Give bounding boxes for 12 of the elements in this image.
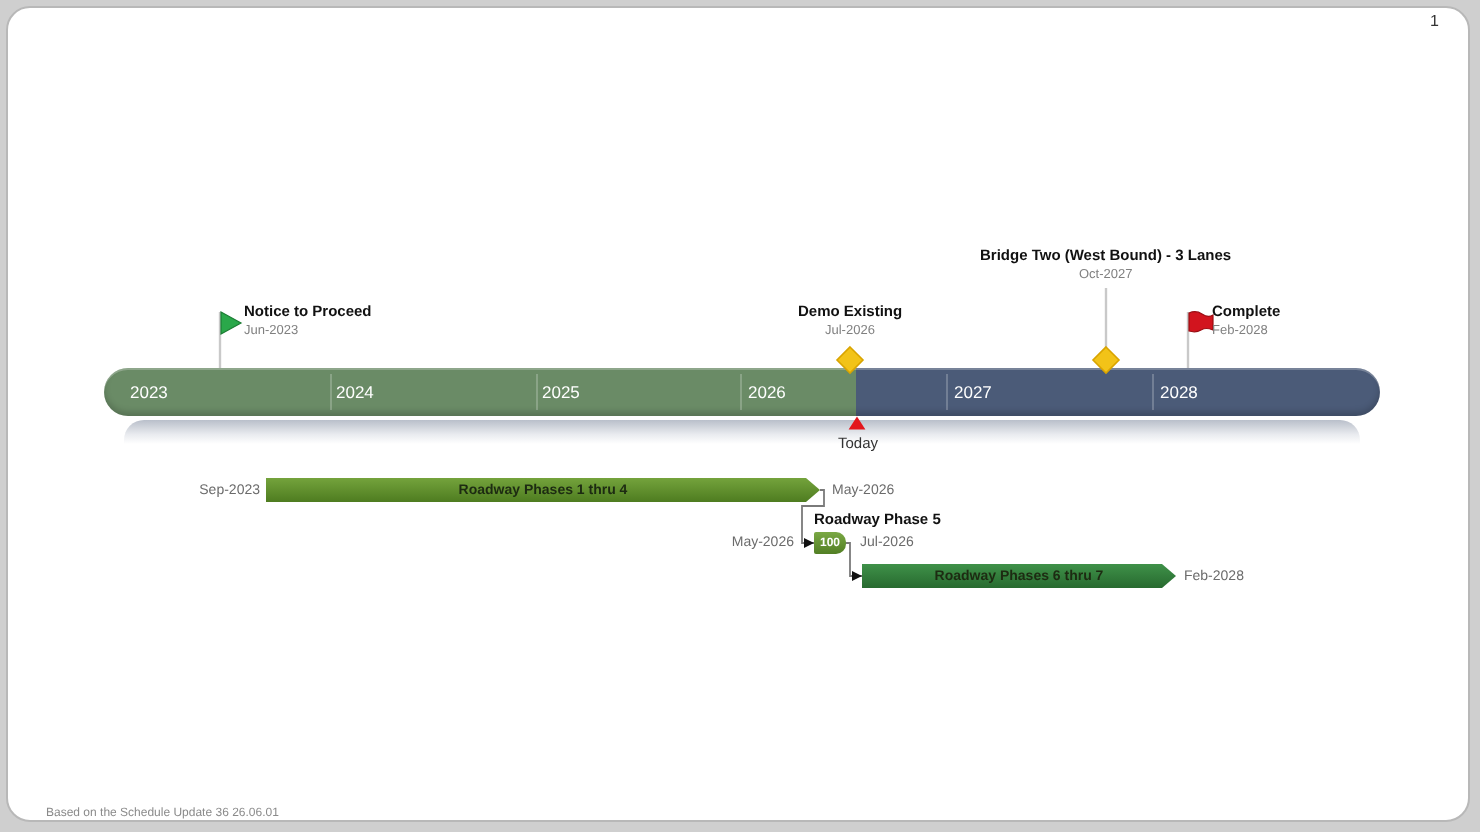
year-label: 2024 [336,382,374,402]
task-bar [862,564,1176,588]
year-label: 2026 [748,382,786,402]
task-bar [266,478,820,502]
year-label: 2028 [1160,382,1198,402]
year-label: 2023 [130,382,168,402]
timeline-band [104,368,1380,416]
year-label: 2027 [954,382,992,402]
dependency-arrow [801,489,825,548]
page-number: 1 [1430,14,1439,30]
dependency-arrow [845,542,863,581]
year-label: 2025 [542,382,580,402]
